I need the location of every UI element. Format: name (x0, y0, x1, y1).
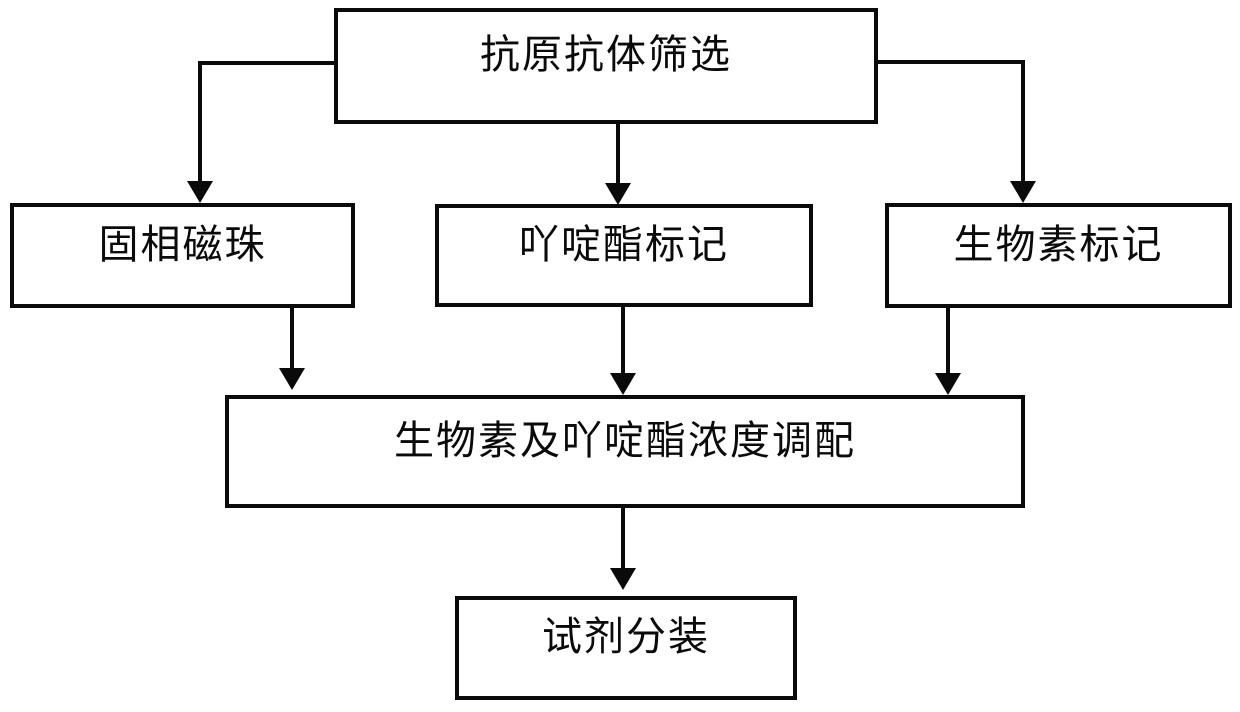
arrowhead-down-icon (279, 368, 305, 390)
arrowhead-down-icon (1010, 181, 1036, 203)
node-acridinium-ester-labeling: 吖啶酯标记 (435, 204, 813, 307)
edge-screening-to-solid-phase-beads (187, 61, 336, 203)
edge-screening-to-biotin-labeling (878, 60, 1036, 203)
node-biotin-labeling-label: 生物素标记 (953, 221, 1164, 267)
node-antigen-antibody-screening-label: 抗原抗体筛选 (480, 32, 732, 77)
node-concentration-mixing-label: 生物素及吖啶酯浓度调配 (394, 417, 856, 463)
node-antigen-antibody-screening: 抗原抗体筛选 (334, 8, 878, 124)
edge-concentration-mixing-to-reagent-dispensing (610, 506, 636, 590)
node-acridinium-ester-labeling-label: 吖啶酯标记 (519, 221, 729, 267)
arrowhead-down-icon (605, 183, 631, 205)
edge-screening-to-acridinium-ester-labeling (605, 124, 631, 205)
arrowhead-down-icon (610, 568, 636, 590)
edge-acridinium-ester-labeling-to-concentration-mixing (610, 305, 636, 395)
arrowhead-down-icon (935, 373, 961, 395)
node-solid-phase-magnetic-beads: 固相磁珠 (10, 203, 355, 308)
node-biotin-labeling: 生物素标记 (885, 203, 1232, 308)
node-solid-phase-magnetic-beads-label: 固相磁珠 (98, 221, 267, 267)
node-reagent-dispensing: 试剂分装 (455, 596, 797, 700)
node-reagent-dispensing-label: 试剂分装 (542, 614, 710, 659)
arrowhead-down-icon (610, 373, 636, 395)
edge-biotin-labeling-to-concentration-mixing (935, 306, 961, 395)
arrowhead-down-icon (187, 181, 213, 203)
edge-solid-phase-beads-to-concentration-mixing (279, 306, 305, 390)
node-concentration-mixing: 生物素及吖啶酯浓度调配 (225, 395, 1025, 508)
